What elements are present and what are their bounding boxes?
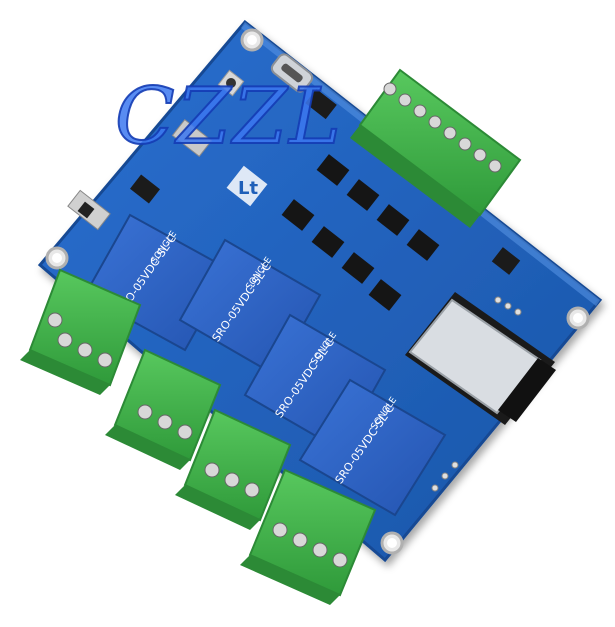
- usb-c-port: [270, 53, 314, 93]
- output-terminal-1: [20, 268, 142, 395]
- output-terminal-2: [105, 348, 222, 470]
- mounting-holes: [45, 28, 590, 555]
- push-buttons: [171, 69, 245, 158]
- output-terminal-3: [175, 408, 292, 530]
- pin-headers: [431, 296, 522, 492]
- relay-4: SRO-05VDC-SL-C SONGLE: [298, 378, 447, 517]
- board-logo-icon: Lt: [226, 165, 268, 207]
- slide-switch: [67, 189, 111, 231]
- optocoupler-array: [281, 154, 440, 311]
- esp32-module: [405, 292, 556, 425]
- output-terminal-4: [240, 468, 377, 605]
- svg-text:Lt: Lt: [238, 178, 258, 199]
- input-terminal-block: [350, 68, 522, 228]
